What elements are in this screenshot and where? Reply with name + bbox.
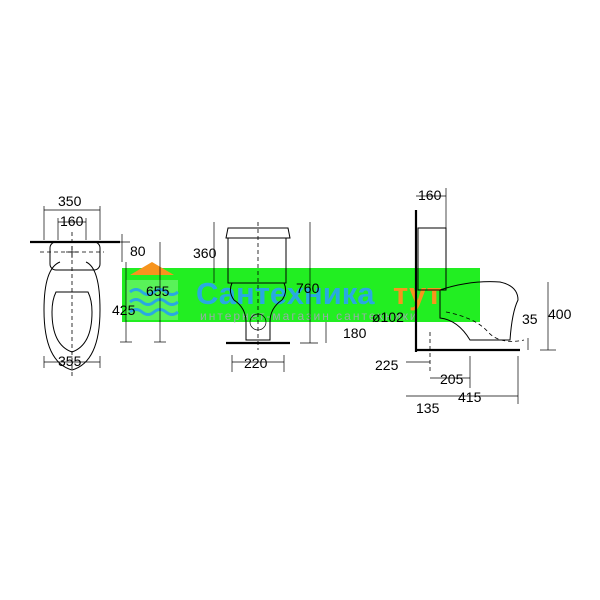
- front-total-height-label: 655: [146, 283, 170, 299]
- side-base-width-label: 220: [244, 355, 268, 371]
- profile-view: 160 400 ø102 35 225 205 135 415: [372, 187, 572, 416]
- side-drain-height-label: 180: [343, 325, 367, 341]
- profile-drain-offset-label: 35: [522, 311, 538, 327]
- profile-total-depth-label: 415: [458, 389, 482, 405]
- watermark-band: [122, 268, 480, 322]
- profile-wall-gap-label: 135: [416, 400, 440, 416]
- watermark-title-b: тут: [393, 276, 442, 311]
- profile-tank-depth-label: 160: [418, 187, 442, 203]
- front-seat-height-label: 425: [112, 302, 136, 318]
- front-tank-inner-label: 160: [60, 213, 84, 229]
- front-width-label: 350: [58, 193, 82, 209]
- side-view: 360 760 180 220: [193, 222, 367, 372]
- side-total-height-label: 760: [296, 280, 320, 296]
- profile-base-depth-label: 205: [440, 371, 464, 387]
- side-tank-height-label: 360: [193, 245, 217, 261]
- profile-pan-height-label: 400: [548, 306, 572, 322]
- profile-drain-diameter-label: ø102: [372, 309, 404, 325]
- watermark-subtitle: интернет-магазин сантехники: [200, 309, 419, 323]
- front-top-offset-label: 80: [130, 243, 146, 259]
- profile-wall-to-drain-label: 225: [375, 357, 399, 373]
- front-view: 350 160 80 425 655 355: [30, 193, 170, 378]
- watermark-wave-icon: [126, 262, 179, 320]
- front-base-width-label: 355: [58, 353, 82, 369]
